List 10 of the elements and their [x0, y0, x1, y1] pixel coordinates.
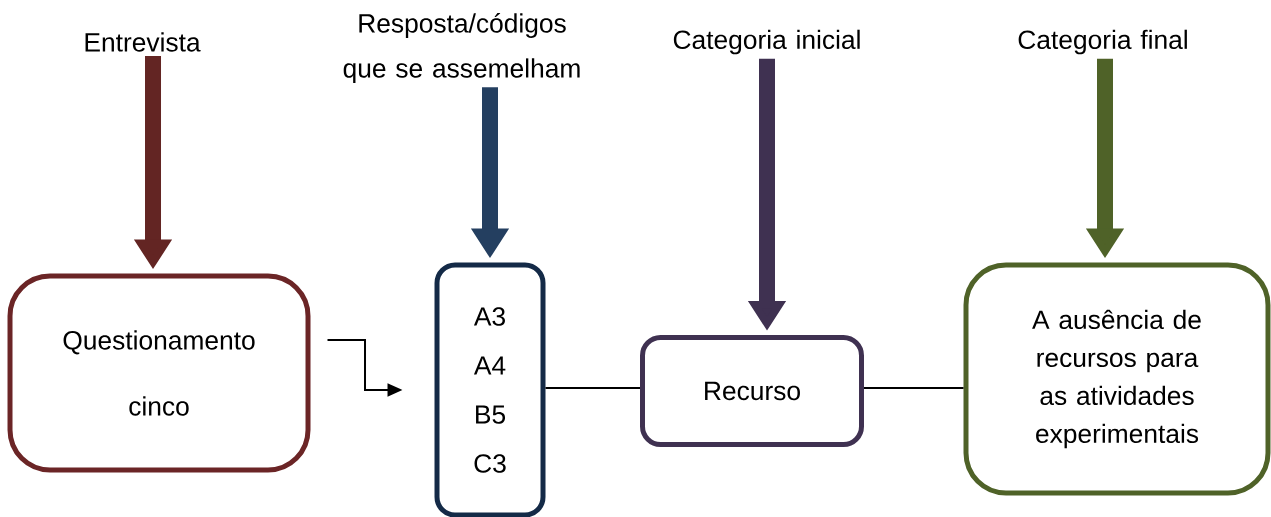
process-box: Questionamento cinco	[7, 273, 311, 473]
heading-text: Categoria inicial	[673, 29, 860, 55]
heading-text: Categoria final	[1018, 29, 1187, 55]
process-box: A ausência de recursos para as atividades experimentais	[963, 262, 1271, 496]
code-list-box: A3 A4 B5 C3	[434, 262, 546, 517]
connector-line	[863, 387, 965, 389]
heading-text: Resposta/códigos que se assemelham	[343, 13, 580, 83]
process-box: Recurso	[640, 335, 864, 447]
heading-text: Entrevista	[85, 32, 201, 52]
connector-line	[544, 387, 641, 389]
